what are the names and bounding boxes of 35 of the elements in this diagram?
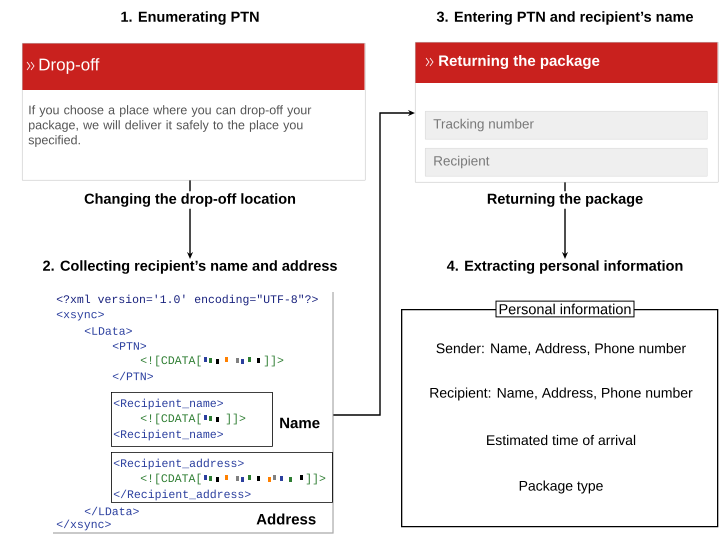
header-title: Drop-off [40, 58, 100, 74]
section-title: Personal information [496, 300, 634, 318]
code-line: </LData> [84, 506, 139, 516]
step-heading: 4. Extracting personal information [446, 260, 682, 274]
code-line: </xsync> [56, 520, 111, 530]
code-line: ]]> [226, 414, 246, 424]
code-line: <Recipient_name> [114, 430, 223, 440]
edge-label: Changing the drop-off location [82, 191, 298, 209]
step-heading: 1. Enumerating PTN [121, 11, 259, 25]
input-field: Tracking number [425, 111, 708, 140]
edge-label: Returning the package [484, 191, 646, 209]
code-line: <![CDATA[ [140, 356, 201, 366]
info-item: Estimated time of arrival [487, 434, 636, 446]
code-line: <xsync> [56, 311, 104, 321]
code-line: <Recipient_name> [114, 398, 223, 410]
info-item: Recipient: Name, Address, Phone number [430, 387, 692, 401]
side-label: Address [256, 513, 316, 524]
code-line: <![CDATA[ [140, 474, 201, 484]
description-text: If you choose a place where you can drop-off your package, we will deliver it safely to the place you specified. [28, 105, 312, 147]
info-item: Sender: Name, Address, Phone number [436, 343, 686, 355]
code-line: <?xml version='1.0' encoding="UTF-8"?> [56, 294, 318, 306]
code-line: <LData> [84, 327, 132, 335]
input-field: Recipient [425, 148, 708, 176]
side-label: Name [280, 418, 320, 428]
code-line: <![CDATA[ [140, 414, 201, 424]
code-line: </Recipient_address> [114, 490, 251, 500]
step-heading: 3. Entering PTN and recipient’s name [436, 11, 694, 25]
code-line: ]]> [264, 356, 284, 366]
code-line: <PTN> [112, 342, 146, 350]
code-line: </PTN> [112, 372, 153, 380]
code-line: ]]> [306, 474, 326, 484]
code-line: <Recipient_address> [114, 458, 244, 470]
info-item: Package type [520, 480, 603, 494]
step-heading: 2. Collecting recipient’s name and address [43, 260, 337, 274]
header-title: Returning the package [439, 54, 600, 70]
